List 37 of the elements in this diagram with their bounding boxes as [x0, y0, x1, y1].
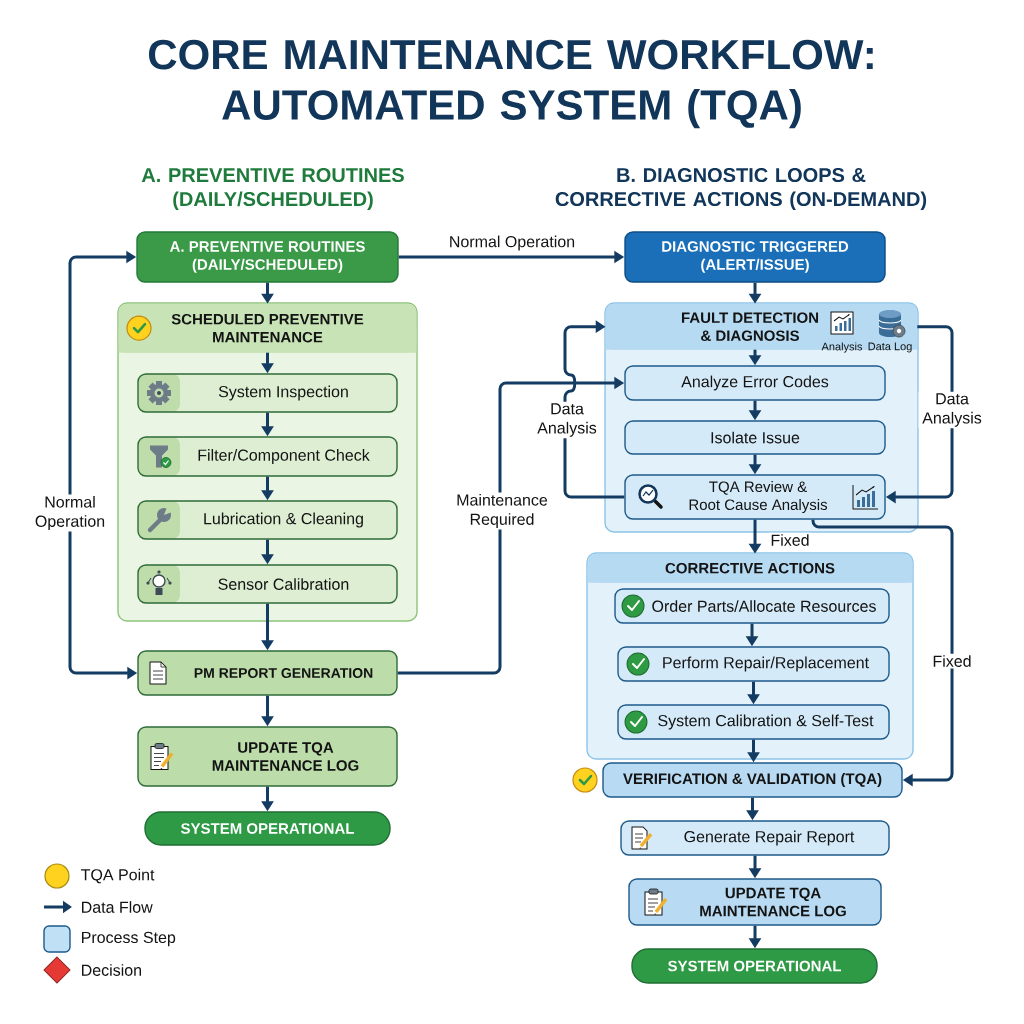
edge-label: Maintenance Required [452, 492, 552, 530]
legend-label: Process Step [82, 931, 176, 947]
legend-label: Decision [82, 964, 141, 976]
edge-label: Data Analysis [918, 391, 986, 429]
section-heading: A. PREVENTIVE ROUTINES (DAILY/SCHEDULED) [141, 167, 404, 211]
process-box: UPDATE TQA MAINTENANCE LOG [137, 726, 398, 787]
process-box: System Inspection [137, 373, 398, 413]
process-box: Isolate Issue [624, 420, 886, 455]
header-band: SCHEDULED PREVENTIVE MAINTENANCE [118, 303, 417, 353]
process-box: PM REPORT GENERATION [137, 650, 398, 696]
title: CORE MAINTENANCE WORKFLOW: AUTOMATED SYSTEM (TQA) [149, 39, 873, 129]
legend-label: TQA Point [81, 868, 155, 884]
header-box: DIAGNOSTIC TRIGGERED (ALERT/ISSUE) [624, 231, 886, 283]
process-box: Lubrication & Cleaning [137, 500, 398, 540]
section-heading: B. DIAGNOSTIC LOOPS & CORRECTIVE ACTIONS (ON-DEMAND) [555, 167, 927, 211]
icon-caption: Analysis [821, 342, 863, 353]
process-box: Generate Repair Report [620, 820, 890, 856]
process-box: Perform Repair/Replacement [617, 646, 890, 682]
process-box: UPDATE TQA MAINTENANCE LOG [628, 878, 882, 926]
process-box: System Calibration & Self-Test [617, 704, 890, 740]
process-box: Analyze Error Codes [624, 365, 886, 401]
process-box: TQA Review & Root Cause Analysis [624, 474, 886, 520]
edge-label: Data Analysis [533, 401, 601, 439]
edge-label: Normal Operation [31, 494, 109, 532]
header-box: A. PREVENTIVE ROUTINES (DAILY/SCHEDULED) [136, 231, 399, 283]
terminal-box: SYSTEM OPERATIONAL [144, 811, 391, 846]
legend-label: Data Flow [82, 901, 153, 913]
icon-caption: Data Log [868, 342, 912, 353]
arrow [563, 320, 625, 499]
process-box: Sensor Calibration [137, 564, 398, 604]
header-band: CORRECTIVE ACTIONS [587, 553, 913, 583]
process-box: Filter/Component Check [137, 436, 398, 477]
process-box: VERIFICATION & VALIDATION (TQA) [602, 762, 903, 798]
process-box: Order Parts/Allocate Resources [614, 588, 890, 624]
edge-label: Normal Operation [447, 234, 577, 252]
edge-label: Fixed [930, 653, 974, 669]
terminal-box: SYSTEM OPERATIONAL [631, 948, 878, 984]
